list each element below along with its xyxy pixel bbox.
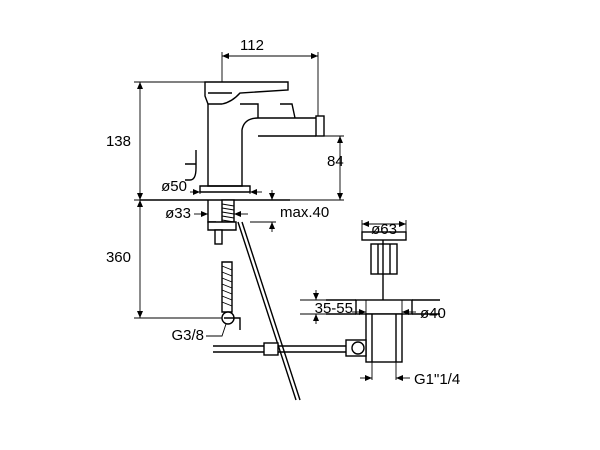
dimension-lines [134, 52, 416, 381]
dim-label-waste-flange-diameter: ø63 [371, 221, 397, 238]
dim-label-overall-height: 138 [106, 133, 131, 150]
dim-label-waste-thread: G1"1/4 [414, 371, 460, 388]
dim-label-spout-height: 84 [327, 153, 344, 170]
popup-linkage [213, 221, 370, 401]
dim-label-spout-reach: 112 [240, 37, 264, 54]
dim-label-connection-thread: G3/8 [171, 327, 204, 344]
dim-label-hose-length: 360 [106, 249, 131, 266]
dim-label-waste-hole-diameter: ø40 [420, 305, 446, 322]
dim-label-base-diameter: ø50 [161, 178, 187, 195]
dim-label-waste-range: 35-55 [315, 300, 353, 317]
waste-assembly [326, 231, 440, 363]
dim-label-hole-diameter: ø33 [165, 205, 191, 222]
dim-label-max-deck-thickness: max.40 [280, 204, 329, 221]
mounting-stem [207, 199, 241, 330]
